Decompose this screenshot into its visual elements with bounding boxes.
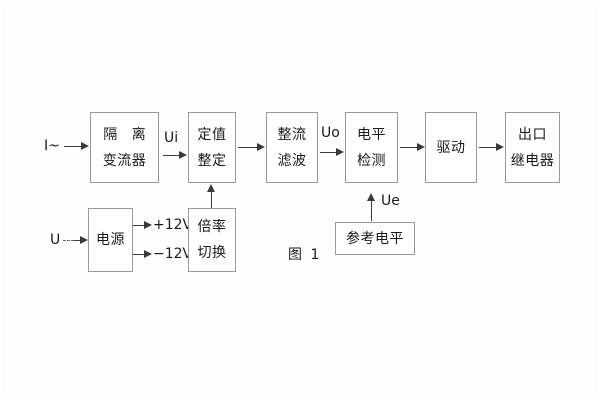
connector-detect-to-drive-line: [400, 147, 418, 148]
block-isolation-ct-line1: 隔 离: [103, 126, 151, 143]
block-level-detect-line2: 检测: [357, 152, 386, 169]
block-power-supply-line1: 电源: [96, 232, 125, 248]
arrow-ui: [179, 151, 187, 159]
block-setting-value[interactable]: 定值 整定: [188, 112, 236, 183]
arrow-drive-to-relay: [496, 143, 504, 151]
block-output-relay-line1: 出口: [518, 126, 547, 143]
arrow-input-current: [81, 142, 89, 150]
connector-multiplier-to-setting-line: [211, 191, 212, 208]
connector-input-voltage-dash: [63, 240, 74, 241]
arrow-reference-to-detect: [367, 193, 375, 201]
arrow-rail-positive: [144, 221, 152, 229]
block-setting-value-line1: 定值: [197, 126, 227, 143]
block-isolation-ct-line2: 变流器: [102, 152, 147, 169]
block-output-relay[interactable]: 出口 继电器: [505, 112, 560, 183]
block-level-detect[interactable]: 电平 检测: [345, 112, 398, 183]
block-output-relay-line2: 继电器: [510, 152, 555, 169]
block-drive-line1: 驱动: [436, 139, 466, 156]
signal-uo-label: Uo: [321, 125, 340, 141]
arrow-multiplier-to-setting: [207, 184, 215, 192]
connector-rail-positive-line: [133, 225, 145, 226]
block-power-supply[interactable]: 电源: [88, 208, 133, 272]
arrow-rail-negative: [144, 250, 152, 258]
block-multiplier-switch-line2: 切换: [197, 245, 227, 261]
block-rectify-filter-line1: 整流: [277, 126, 307, 143]
diagram-frame: [4, 4, 596, 396]
arrow-input-voltage: [80, 236, 88, 244]
connector-uo-line: [320, 152, 337, 153]
block-reference-level[interactable]: 参考电平: [335, 222, 415, 255]
signal-ui-label: Ui: [164, 130, 179, 146]
block-rectify-filter[interactable]: 整流 滤波: [266, 112, 318, 183]
rail-positive-label: +12V: [153, 217, 193, 233]
connector-ui-line: [163, 155, 180, 156]
block-isolation-ct[interactable]: 隔 离 变流器: [90, 112, 159, 183]
arrow-detect-to-drive: [417, 143, 425, 151]
block-level-detect-line1: 电平: [357, 126, 386, 143]
signal-ue-label: Ue: [381, 193, 400, 209]
block-drive[interactable]: 驱动: [425, 112, 477, 183]
connector-setting-to-rectify-line: [238, 147, 258, 148]
connector-input-voltage-line: [74, 240, 82, 241]
arrow-setting-to-rectify: [257, 143, 265, 151]
input-current-label: I~: [44, 138, 60, 154]
block-reference-level-line1: 参考电平: [346, 230, 404, 247]
figure-caption: 图 1: [288, 247, 322, 263]
block-multiplier-switch-line1: 倍率: [197, 219, 227, 235]
connector-input-current-line: [64, 146, 82, 147]
input-voltage-label: U: [50, 232, 61, 248]
block-setting-value-line2: 整定: [197, 152, 227, 169]
arrow-uo: [336, 148, 344, 156]
connector-drive-to-relay-line: [479, 147, 497, 148]
rail-negative-label: −12V: [153, 246, 193, 262]
connector-rail-negative-line: [133, 254, 145, 255]
connector-reference-to-detect-line: [371, 200, 372, 221]
block-multiplier-switch[interactable]: 倍率 切换: [188, 208, 236, 272]
block-rectify-filter-line2: 滤波: [277, 152, 307, 169]
